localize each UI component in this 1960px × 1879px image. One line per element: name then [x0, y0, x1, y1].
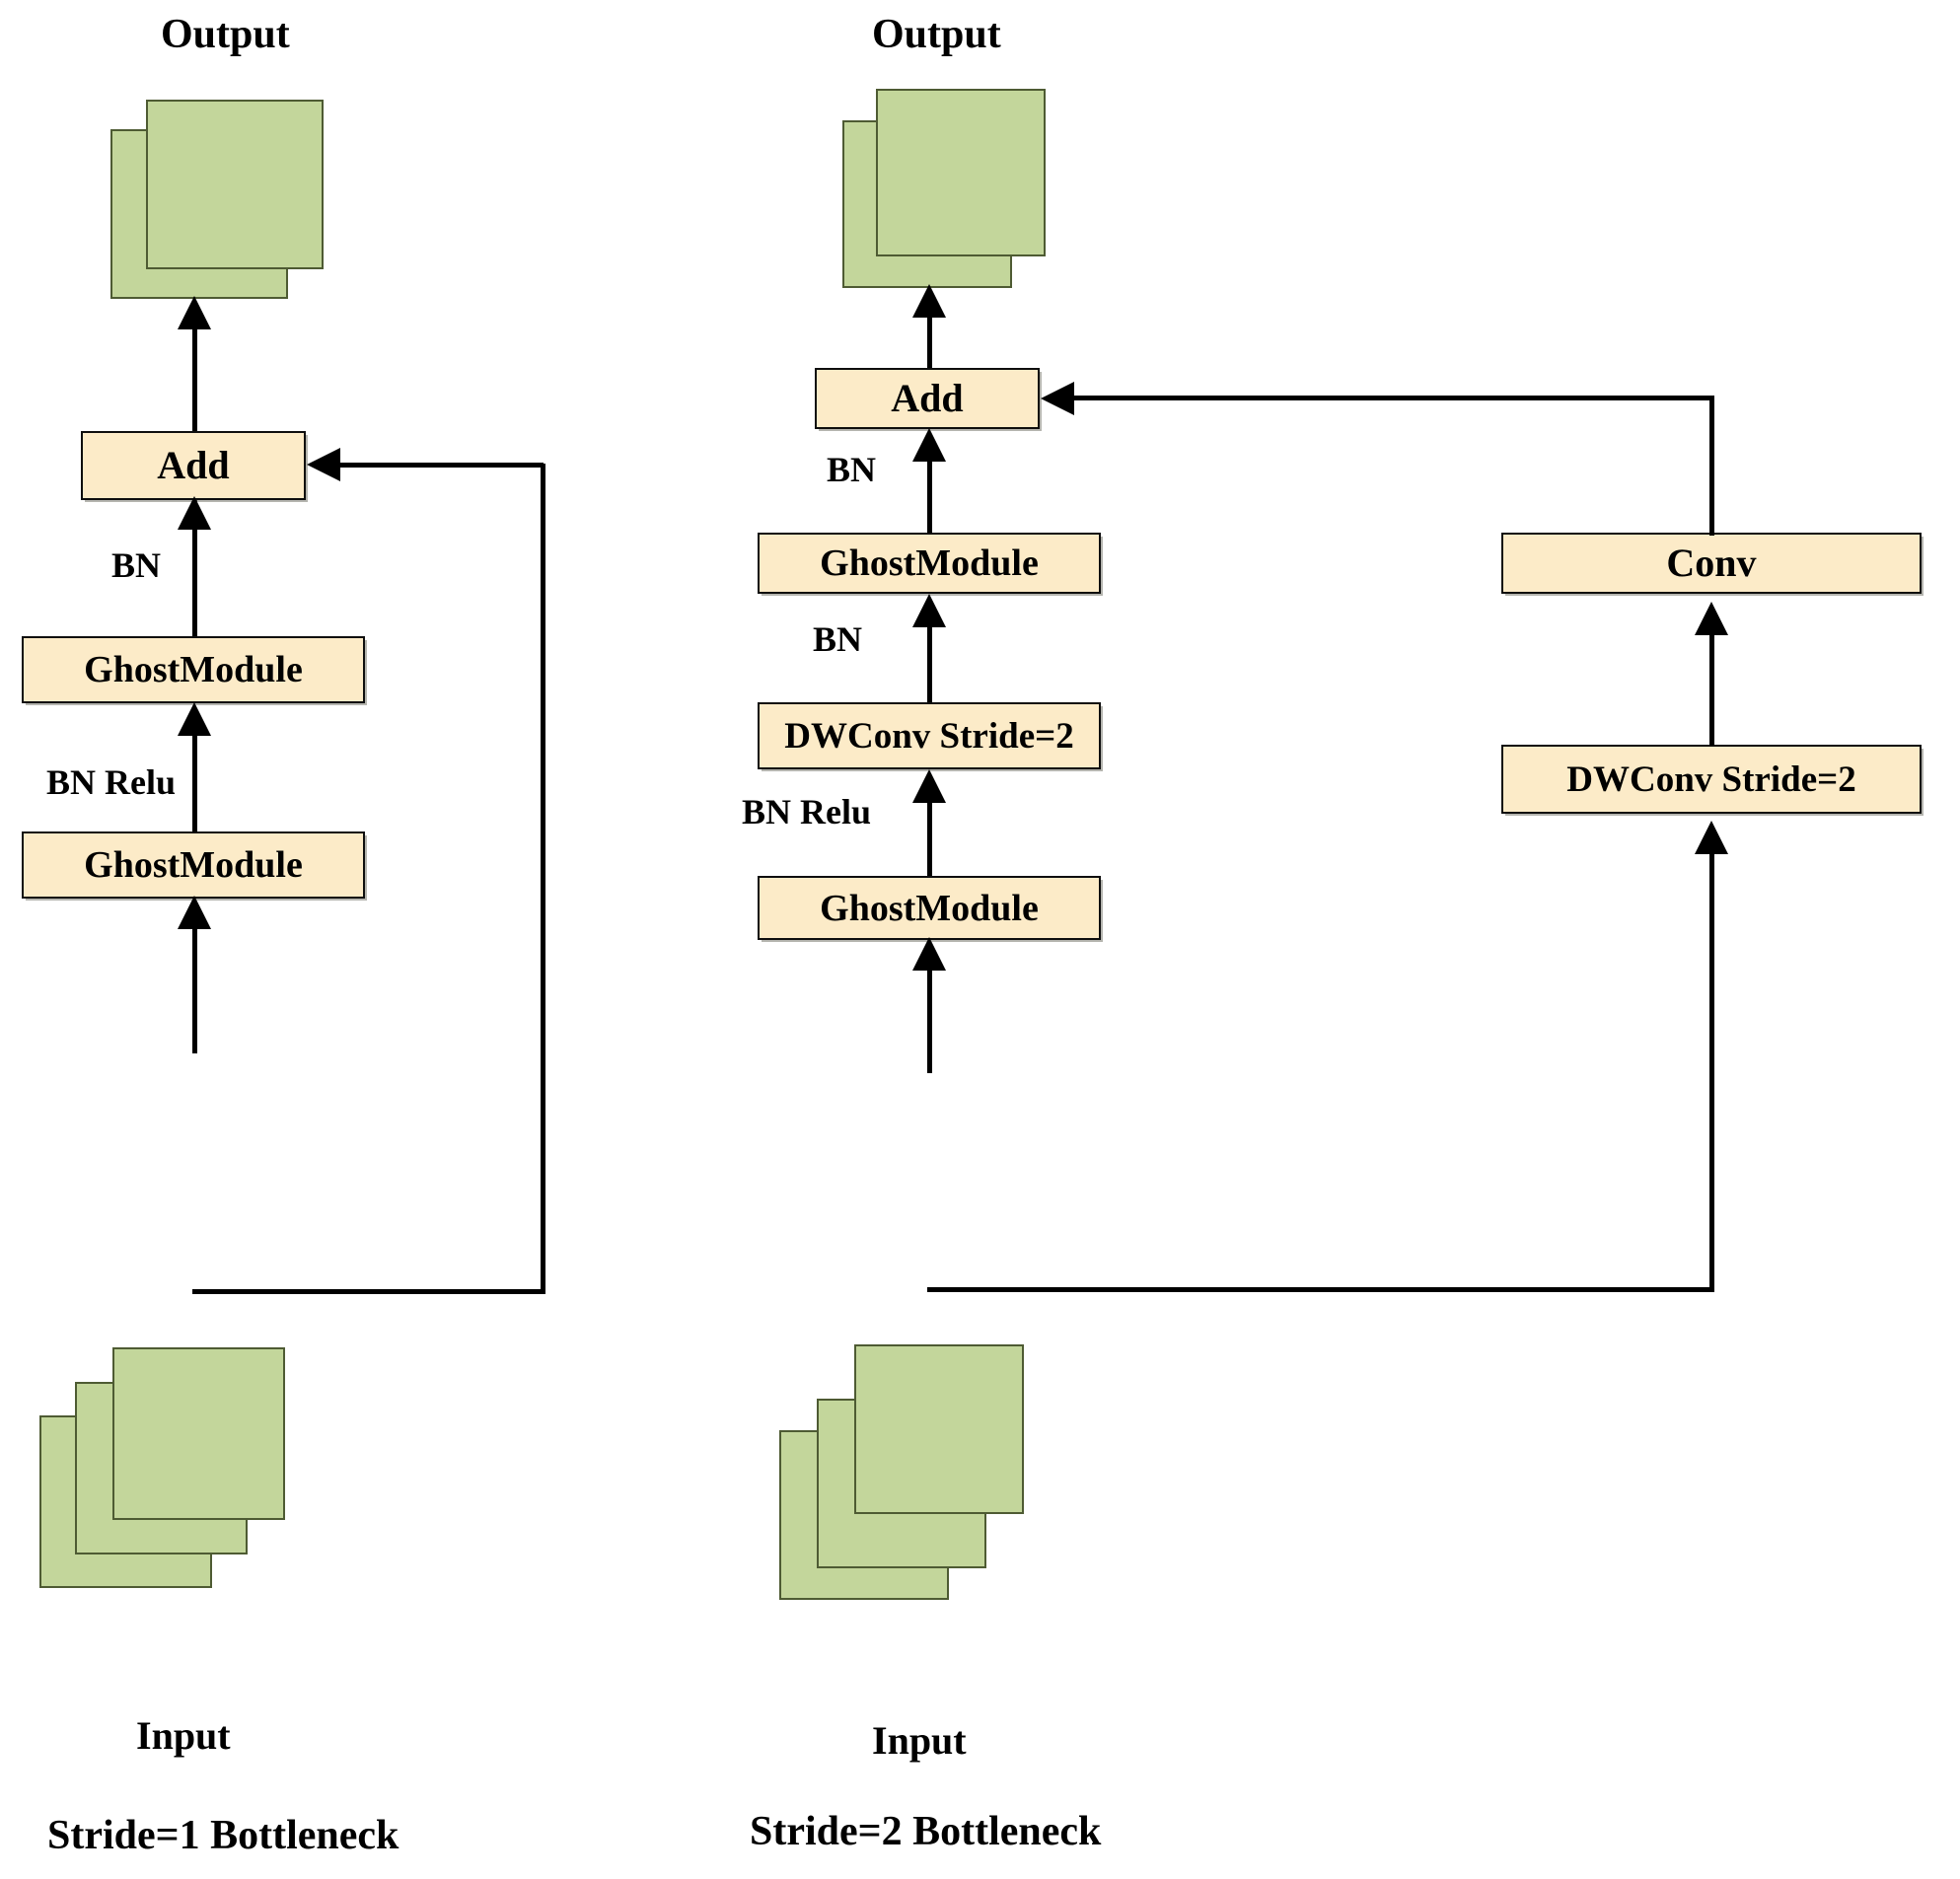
right-edge-dwconv-to-ghosttop — [927, 621, 932, 708]
left-edge-ghostbottom-to-ghosttop — [192, 730, 197, 846]
left-arrowhead-add-to-output — [178, 296, 211, 329]
left-skip-horizontal-bottom — [192, 1289, 545, 1294]
left-arrowhead-input-to-ghostbottom — [178, 896, 211, 929]
right-panel-caption: Stride=2 Bottleneck — [750, 1809, 1102, 1854]
left-node-add[interactable]: Add — [81, 431, 306, 500]
left-skip-arrowhead — [307, 448, 340, 481]
left-node-ghost-bottom[interactable]: GhostModule — [22, 831, 365, 899]
left-skip-horizontal-top — [340, 463, 544, 468]
left-output-sheet-front — [146, 100, 324, 269]
right-node-conv[interactable]: Conv — [1501, 533, 1922, 594]
left-edge-label-bn-relu: BN Relu — [46, 762, 177, 802]
right-input-label: Input — [872, 1718, 967, 1763]
right-edge-input-to-ghostbottom — [927, 965, 932, 1073]
right-shortcut-horizontal-bottom — [927, 1287, 1714, 1292]
right-arrowhead-dwconv-to-ghosttop — [912, 594, 946, 627]
left-arrowhead-ghosttop-to-add — [178, 496, 211, 530]
left-edge-input-to-ghostbottom — [192, 925, 197, 1053]
left-panel-caption: Stride=1 Bottleneck — [47, 1813, 399, 1858]
right-arrowhead-add-to-output — [912, 284, 946, 318]
right-node-add[interactable]: Add — [815, 368, 1040, 429]
right-arrowhead-input-to-ghostbottom — [912, 937, 946, 971]
right-arrowhead-ghostbottom-to-dwconv — [912, 769, 946, 803]
right-node-add-label: Add — [891, 376, 964, 420]
left-edge-label-bn: BN — [111, 545, 162, 585]
right-node-dwconv-shortcut-label: DWConv Stride=2 — [1566, 759, 1856, 800]
left-node-ghost-bottom-label: GhostModule — [84, 844, 303, 886]
right-node-ghost-top-label: GhostModule — [820, 542, 1039, 584]
right-output-label: Output — [872, 12, 1001, 57]
left-input-sheet-front — [112, 1347, 285, 1520]
right-shortcut-edge-dwconv-to-conv — [1709, 629, 1714, 746]
right-shortcut-edge-to-dwconv — [1709, 848, 1714, 1290]
left-edge-ghosttop-to-add — [192, 523, 197, 643]
right-node-dwconv[interactable]: DWConv Stride=2 — [758, 702, 1101, 769]
right-input-sheet-front — [854, 1344, 1024, 1514]
left-output-label: Output — [161, 12, 290, 57]
right-shortcut-arrowhead-to-dwconv — [1695, 821, 1728, 854]
right-node-dwconv-label: DWConv Stride=2 — [784, 715, 1074, 757]
right-shortcut-arrowhead-to-add — [1041, 382, 1074, 415]
right-node-ghost-bottom-label: GhostModule — [820, 887, 1039, 929]
left-skip-vertical — [541, 464, 545, 1292]
left-node-ghost-top-label: GhostModule — [84, 649, 303, 690]
right-edge-add-to-output — [927, 314, 932, 373]
right-edge-label-bn-relu: BN Relu — [742, 792, 872, 831]
right-shortcut-edge-conv-up — [1709, 397, 1714, 536]
right-edge-ghostbottom-to-dwconv — [927, 797, 932, 886]
right-node-ghost-bottom[interactable]: GhostModule — [758, 876, 1101, 940]
right-arrowhead-ghosttop-to-add — [912, 428, 946, 462]
right-shortcut-edge-to-add — [1074, 396, 1714, 400]
left-input-label: Input — [136, 1713, 231, 1758]
right-output-sheet-front — [876, 89, 1046, 256]
left-arrowhead-ghostbottom-to-ghosttop — [178, 702, 211, 736]
right-node-conv-label: Conv — [1666, 541, 1757, 585]
right-node-ghost-top[interactable]: GhostModule — [758, 533, 1101, 594]
right-shortcut-arrowhead-dwconv-to-conv — [1695, 602, 1728, 635]
right-node-dwconv-shortcut[interactable]: DWConv Stride=2 — [1501, 745, 1922, 814]
left-node-add-label: Add — [157, 443, 230, 487]
left-node-ghost-top[interactable]: GhostModule — [22, 636, 365, 703]
right-edge-ghosttop-to-add — [927, 456, 932, 542]
right-edge-label-bn-add: BN — [827, 450, 877, 489]
right-edge-label-bn-ghost: BN — [813, 619, 863, 659]
